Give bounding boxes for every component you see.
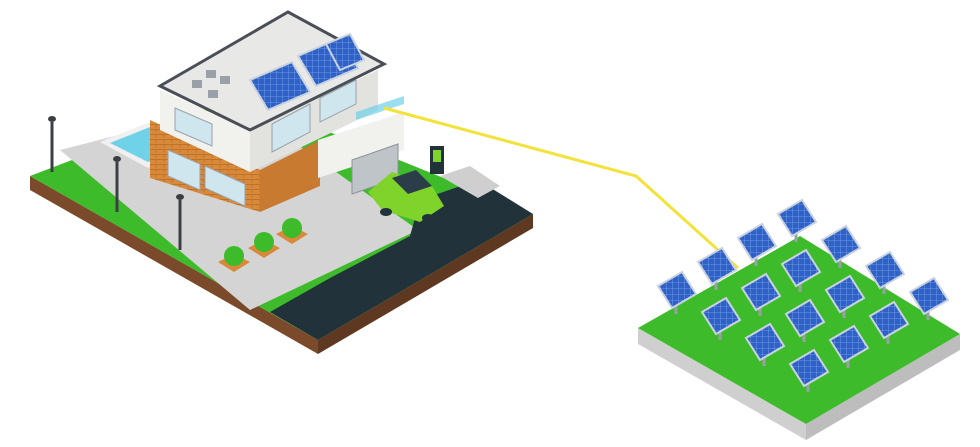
lamp-post <box>48 116 56 172</box>
house-window <box>174 107 213 147</box>
lot-soil-left <box>30 176 318 354</box>
electric-car <box>368 170 444 222</box>
farm-solar-panel <box>868 300 910 344</box>
driveway-road <box>270 180 533 340</box>
house-window <box>167 149 201 191</box>
farm-solar-panel <box>824 274 866 318</box>
farm-solar-panel <box>700 296 742 340</box>
farm-side-left <box>638 328 806 440</box>
lamp-posts <box>48 116 184 250</box>
house <box>150 10 404 212</box>
garage-wall <box>318 112 404 178</box>
shrub <box>218 246 250 272</box>
roof-solar-panels <box>248 32 366 112</box>
farm-solar-panel <box>784 298 826 342</box>
shrubs <box>218 218 308 272</box>
farm-solar-panel <box>864 250 906 294</box>
lamp-post <box>113 156 121 212</box>
house-brick-right <box>260 140 320 212</box>
farm-solar-panel <box>744 322 786 366</box>
farm-solar-panel <box>828 324 870 368</box>
shrub <box>276 218 308 244</box>
roof-solar-panel <box>248 60 312 112</box>
power-cable <box>383 106 740 270</box>
farm-solar-panel <box>908 276 950 320</box>
roof-vents <box>192 70 230 98</box>
farm-solar-panel <box>780 248 822 292</box>
road-curb <box>440 166 500 198</box>
shrub <box>248 232 280 258</box>
farm-solar-panel <box>696 246 738 290</box>
house-window <box>319 79 357 123</box>
farm-solar-panel <box>788 348 830 392</box>
farm-solar-panel <box>656 270 698 314</box>
house-window <box>204 165 246 207</box>
farm-side-right <box>806 334 960 440</box>
balcony-rail <box>356 96 404 120</box>
farm-solar-panel <box>776 198 818 242</box>
farm-panel-array <box>656 198 950 392</box>
lamp-post <box>176 194 184 250</box>
farm-solar-panel <box>820 224 862 268</box>
farm-solar-panel <box>740 272 782 316</box>
solar-farm <box>638 198 960 440</box>
lot-soil-right <box>318 214 533 354</box>
charging-station <box>430 146 444 174</box>
house-window <box>271 103 311 153</box>
farm-solar-panel <box>736 222 778 266</box>
roof-solar-panel <box>324 32 366 72</box>
